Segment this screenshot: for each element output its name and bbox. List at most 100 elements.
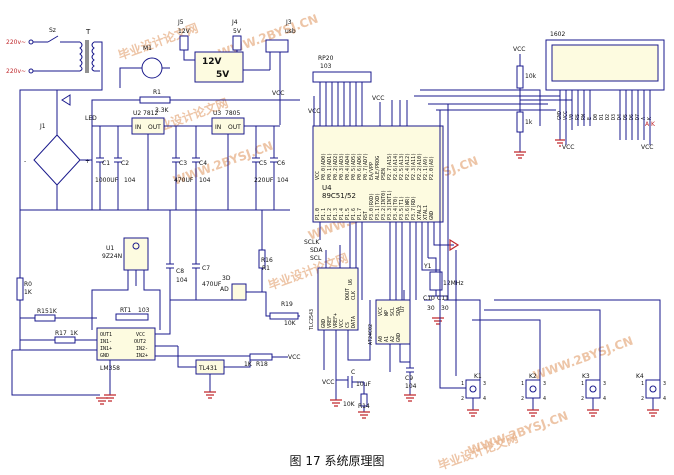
c5-ref: C5 bbox=[259, 160, 267, 167]
eeprom-pin: SCL bbox=[390, 307, 396, 316]
mcu-pin-label: XTAL2 bbox=[417, 205, 423, 220]
lcd-vcc2: VCC bbox=[562, 144, 574, 151]
ac-input-label-1: 220v~ bbox=[6, 39, 26, 46]
u3-part: 7805 bbox=[225, 110, 240, 117]
resistor-r19 bbox=[269, 312, 299, 320]
key-pin: 1 bbox=[641, 381, 644, 387]
key-pin: 3 bbox=[603, 381, 606, 387]
meter-5v: 5V bbox=[216, 70, 229, 80]
svg-text:VCC: VCC bbox=[372, 95, 384, 102]
svg-text:VCC: VCC bbox=[272, 90, 284, 97]
mcu-pin-label: P1.1 bbox=[321, 208, 327, 220]
mcu-pin-label: P2.0(A8) bbox=[429, 156, 435, 180]
led-diode bbox=[61, 94, 71, 106]
sensor-vcc: VCC bbox=[288, 354, 300, 361]
c10-ref: C10 bbox=[423, 295, 435, 302]
mcu-pin-label: P2.1(A9) bbox=[423, 156, 429, 180]
key-pin: 2 bbox=[581, 396, 584, 402]
adc-pin: DATA bbox=[351, 316, 357, 328]
adc-pin: CS bbox=[345, 322, 351, 328]
voltage-meter-display bbox=[194, 51, 244, 83]
c11-val: 30 bbox=[441, 305, 449, 312]
mcu-pin-label: RST bbox=[363, 211, 369, 220]
eeprom-at24c02 bbox=[375, 299, 411, 345]
c9-val: 104 bbox=[405, 383, 417, 390]
c2-ref: C2 bbox=[121, 160, 129, 167]
j5-val: 12V bbox=[178, 28, 191, 35]
mcu-pin-label: P1.7 bbox=[357, 208, 363, 220]
lm358-pin: IN1+ bbox=[100, 346, 112, 352]
lcd-pin-labels: GND VCC V0 RS RW E D0 D1 D2 D3 D4 D5 D6 … bbox=[557, 111, 653, 120]
r16-ref: R16 bbox=[261, 257, 273, 264]
resistor-10k bbox=[516, 65, 524, 89]
mcu-pin-label: P2.7(A15) bbox=[387, 153, 393, 180]
lm358-pin: OUT1 bbox=[100, 332, 112, 338]
c6-val: 104 bbox=[277, 177, 289, 184]
adc-ref: U6 bbox=[348, 279, 354, 285]
resistor-r16 bbox=[258, 249, 266, 269]
mcu-pin-label: P2.5(A13) bbox=[399, 153, 405, 180]
key-ref: K1 bbox=[474, 373, 482, 380]
u1-part: 9Z24N bbox=[102, 253, 122, 260]
c3-ref: C3 bbox=[179, 160, 187, 167]
key-pin: 3 bbox=[483, 381, 486, 387]
lcd-pin-label: D2 bbox=[605, 114, 611, 120]
key-pin: 2 bbox=[641, 396, 644, 402]
rt1-val: 103 bbox=[138, 307, 150, 314]
mcu-pin-label: P0.2(AD2) bbox=[333, 153, 339, 180]
adc-part: TLC2543 bbox=[309, 309, 315, 330]
lcd-pin-label: D1 bbox=[599, 114, 605, 120]
lcd-r-top: 10k bbox=[525, 73, 537, 80]
key-pin: 2 bbox=[461, 396, 464, 402]
j4-ref: J4 bbox=[231, 19, 238, 26]
lcd-vcc3: VCC bbox=[641, 144, 653, 151]
power-supply-section: 220v~ 220v~ Sz T J1 - + M1 LED R1 3.3K J… bbox=[6, 19, 300, 211]
mcu-pin-label: P1.6 bbox=[351, 208, 357, 220]
mcu-pin-label: P3.2(INT0) bbox=[381, 190, 387, 220]
c8-val: 104 bbox=[176, 277, 188, 284]
u2-in: IN bbox=[135, 124, 141, 131]
mcu-pin-label: XTAL1 bbox=[423, 205, 429, 220]
crystal-val: 12MHz bbox=[443, 280, 463, 287]
eeprom-pin: VCC bbox=[378, 307, 384, 316]
u2-part: 7812 bbox=[143, 110, 158, 117]
resistor-r1 bbox=[139, 96, 171, 104]
mcu-pin-label: P0.0(AD0) bbox=[321, 153, 327, 180]
adc-tlc2543 bbox=[317, 267, 359, 331]
key-pin: 1 bbox=[461, 381, 464, 387]
key-k2: K2 1 3 2 4 bbox=[521, 373, 546, 417]
resistor-r14 bbox=[360, 393, 368, 407]
svg-text:-: - bbox=[24, 158, 26, 165]
adc-pin: VREF+ bbox=[333, 313, 339, 328]
eeprom-pin: A1 bbox=[384, 336, 390, 342]
lm358-pin: OUT2 bbox=[134, 339, 146, 345]
mcu-ref: U4 bbox=[322, 184, 332, 192]
transformer-label: T bbox=[85, 28, 91, 36]
mcu-pin-label: P0.5(AD5) bbox=[351, 153, 357, 180]
key-pin: 1 bbox=[521, 381, 524, 387]
j3-val: usb bbox=[285, 28, 296, 35]
eeprom-part: AT24C02 bbox=[368, 324, 374, 345]
adjust-pot bbox=[231, 283, 247, 301]
sensor-section: U1 9Z24N RT1 103 OUT1 IN1- IN1+ GND VCC … bbox=[12, 210, 300, 402]
lm358-pin: GND bbox=[100, 353, 109, 359]
mcu-pin-label: P2.3(A11) bbox=[411, 153, 417, 180]
keys-section: K1 1 3 2 4 K2 1 3 2 4 K3 1 3 2 4 bbox=[439, 104, 666, 417]
r17-ref: R17 bbox=[55, 330, 67, 337]
resistor-r0 bbox=[16, 277, 24, 301]
ad-pin: 3D bbox=[222, 275, 231, 282]
c6-ref: C6 bbox=[277, 160, 285, 167]
bridge-label: J1 bbox=[39, 123, 46, 130]
key-pin: 3 bbox=[543, 381, 546, 387]
key-pin: 1 bbox=[581, 381, 584, 387]
resistor-r17 bbox=[54, 336, 76, 344]
key-k4: K4 1 3 2 4 bbox=[636, 373, 666, 417]
c2-val: 104 bbox=[124, 177, 136, 184]
eeprom-ref: U7 bbox=[400, 306, 406, 312]
rp20-ref: RP20 bbox=[318, 55, 334, 62]
r16-val: R1 bbox=[262, 265, 270, 272]
r0-val: 1K bbox=[24, 289, 33, 296]
c-small-ref: C bbox=[351, 369, 355, 376]
mcu-bottom-pin-labels: P1.0 P1.1 P1.2 P1.3 P1.4 P1.5 P1.6 P1.7 … bbox=[315, 190, 435, 220]
transformer-secondary bbox=[91, 41, 95, 72]
